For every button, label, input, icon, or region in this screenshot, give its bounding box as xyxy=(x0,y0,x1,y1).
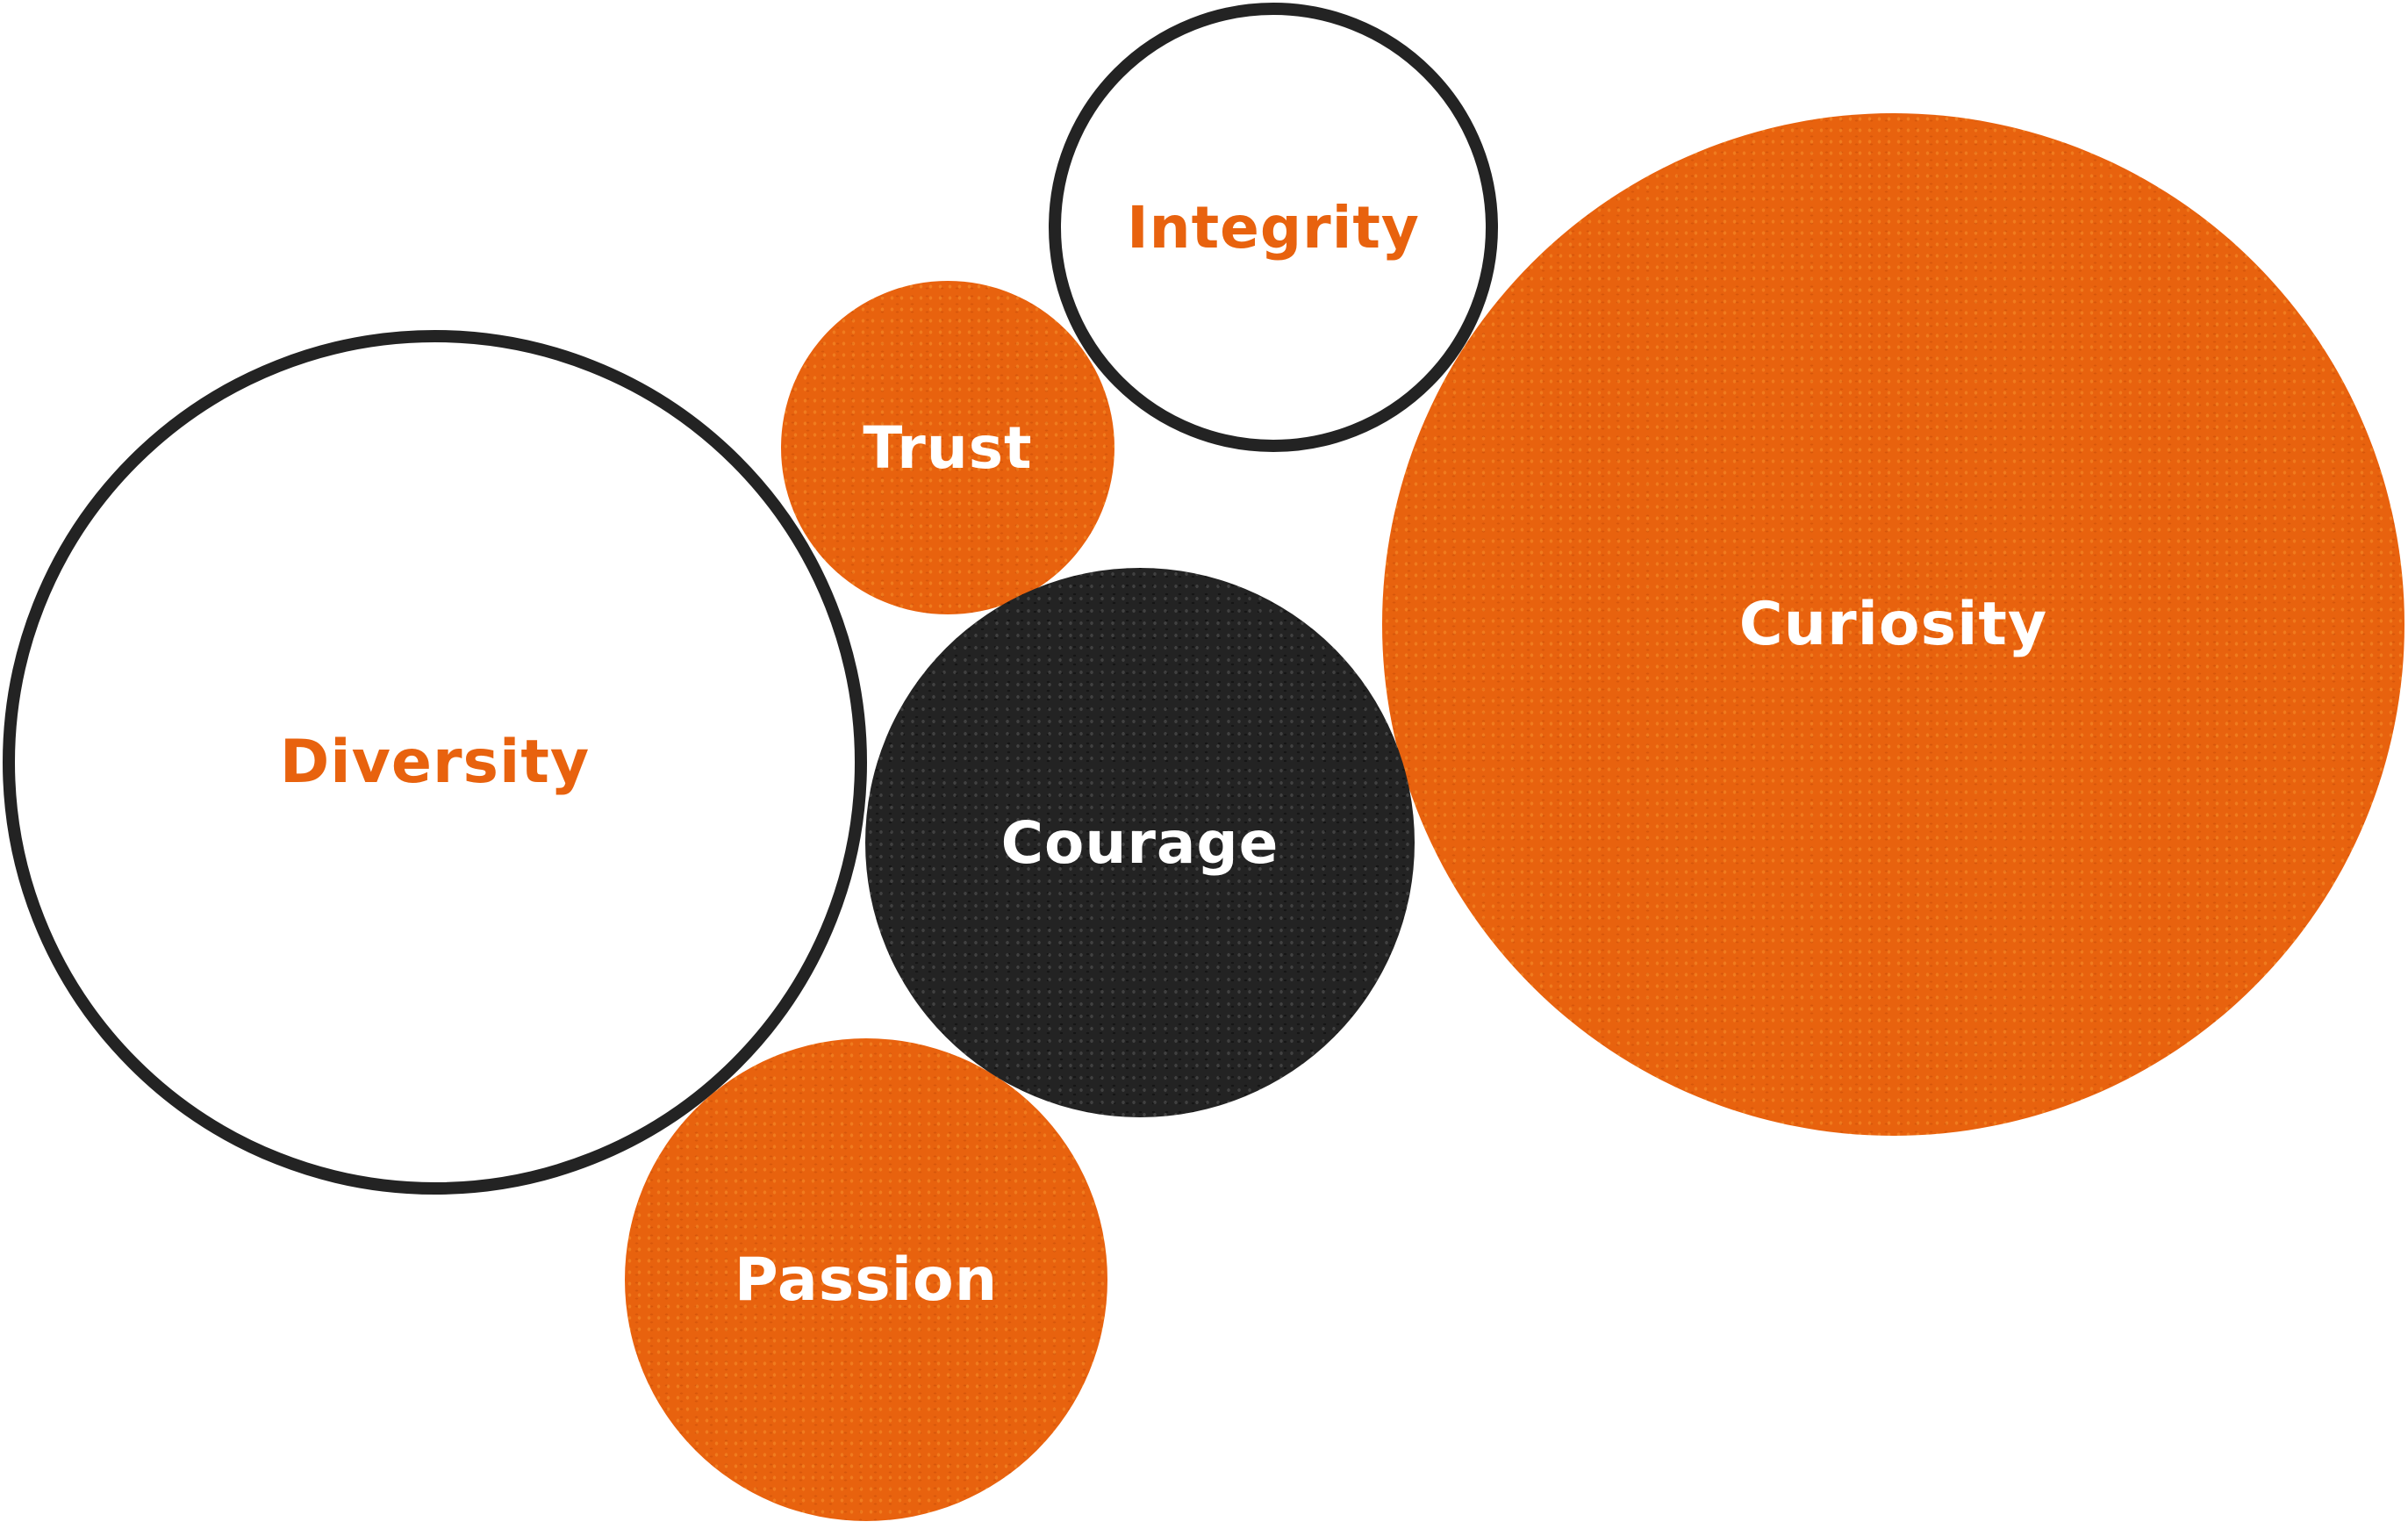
bubble-courage: Courage xyxy=(865,568,1415,1117)
bubble-diversity: Diversity xyxy=(3,330,867,1195)
bubble-label-curiosity: Curiosity xyxy=(1738,590,2048,659)
bubble-label-passion: Passion xyxy=(734,1245,999,1315)
bubble-integrity: Integrity xyxy=(1049,3,1498,452)
bubble-label-trust: Trust xyxy=(863,413,1033,482)
bubble-label-diversity: Diversity xyxy=(279,728,591,797)
bubble-trust: Trust xyxy=(781,281,1114,614)
bubble-passion: Passion xyxy=(625,1038,1107,1521)
bubble-label-integrity: Integrity xyxy=(1127,193,1420,262)
bubble-label-courage: Courage xyxy=(1000,808,1279,877)
bubble-curiosity: Curiosity xyxy=(1382,113,2404,1136)
